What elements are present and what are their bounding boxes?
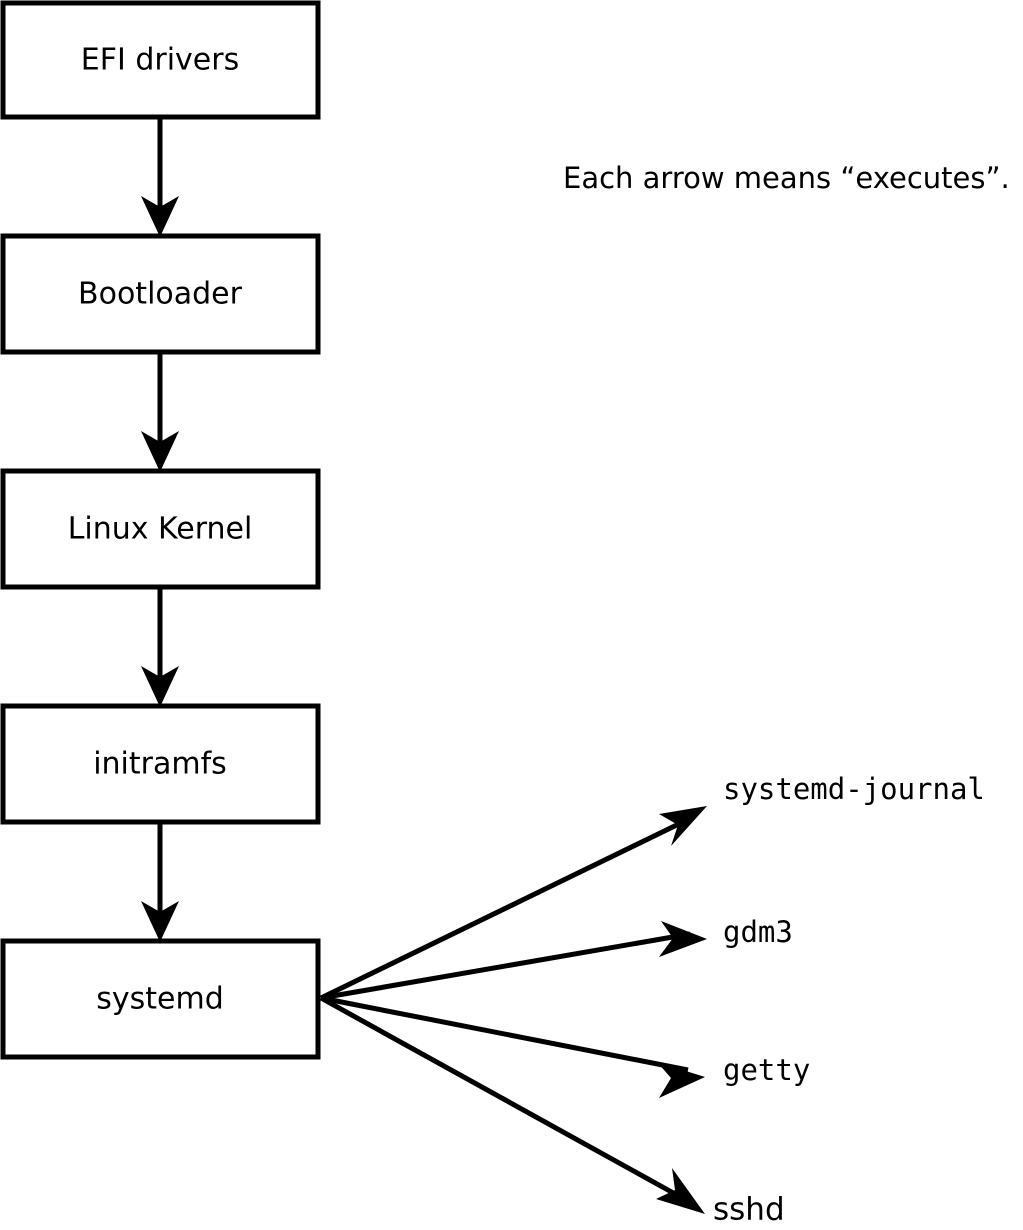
node-bootloader[interactable]: Bootloader <box>0 233 321 355</box>
arrow-head-icon <box>141 666 179 707</box>
service-label-sshd: sshd <box>713 1192 785 1228</box>
arrow-head-icon <box>657 1062 705 1098</box>
node-box[interactable] <box>0 0 321 120</box>
chain-connectors <box>141 117 179 942</box>
fanout-arrow-getty <box>320 995 705 1098</box>
arrow-head-icon <box>656 1168 705 1214</box>
node-initramfs[interactable]: initramfs <box>0 703 321 825</box>
fanout-arrow-gdm3 <box>320 921 707 1001</box>
systemd-fanout-arrows <box>319 806 707 1214</box>
connector-kernel-to-initramfs <box>141 587 179 707</box>
fanout-arrow-systemd-journal <box>319 806 707 1001</box>
node-box[interactable] <box>0 938 321 1060</box>
chain-boxes: EFI drivers Bootloader Linux Kernel init… <box>0 0 321 1060</box>
arrow-head-icon <box>659 921 707 957</box>
fanout-line <box>319 817 689 1001</box>
service-labels: systemd-journal gdm3 getty sshd <box>713 772 985 1228</box>
node-box[interactable] <box>0 468 321 590</box>
service-label-getty: getty <box>723 1053 810 1087</box>
connector-initramfs-to-systemd <box>141 822 179 942</box>
arrow-head-icon <box>141 431 179 472</box>
arrow-head-icon <box>659 806 707 846</box>
node-efi-drivers[interactable]: EFI drivers <box>0 0 321 120</box>
connector-bootloader-to-kernel <box>141 352 179 472</box>
diagram-caption: Each arrow means “executes”. <box>563 161 1010 195</box>
node-label: systemd <box>96 982 224 1017</box>
node-box[interactable] <box>0 703 321 825</box>
node-box[interactable] <box>0 233 321 355</box>
node-label: Bootloader <box>78 277 243 312</box>
fanout-line <box>320 995 689 1073</box>
service-label-gdm3: gdm3 <box>723 915 793 949</box>
fanout-line <box>319 995 688 1203</box>
node-systemd[interactable]: systemd <box>0 938 321 1060</box>
connector-efi-to-bootloader <box>141 117 179 237</box>
service-label-systemd-journal: systemd-journal <box>723 772 985 806</box>
fanout-arrow-sshd <box>319 995 705 1214</box>
node-label: initramfs <box>93 747 227 782</box>
fanout-line <box>320 931 691 1001</box>
node-label: EFI drivers <box>81 43 239 78</box>
node-label: Linux Kernel <box>68 512 253 547</box>
arrow-head-icon <box>141 901 179 942</box>
arrow-head-icon <box>141 196 179 237</box>
node-linux-kernel[interactable]: Linux Kernel <box>0 468 321 590</box>
